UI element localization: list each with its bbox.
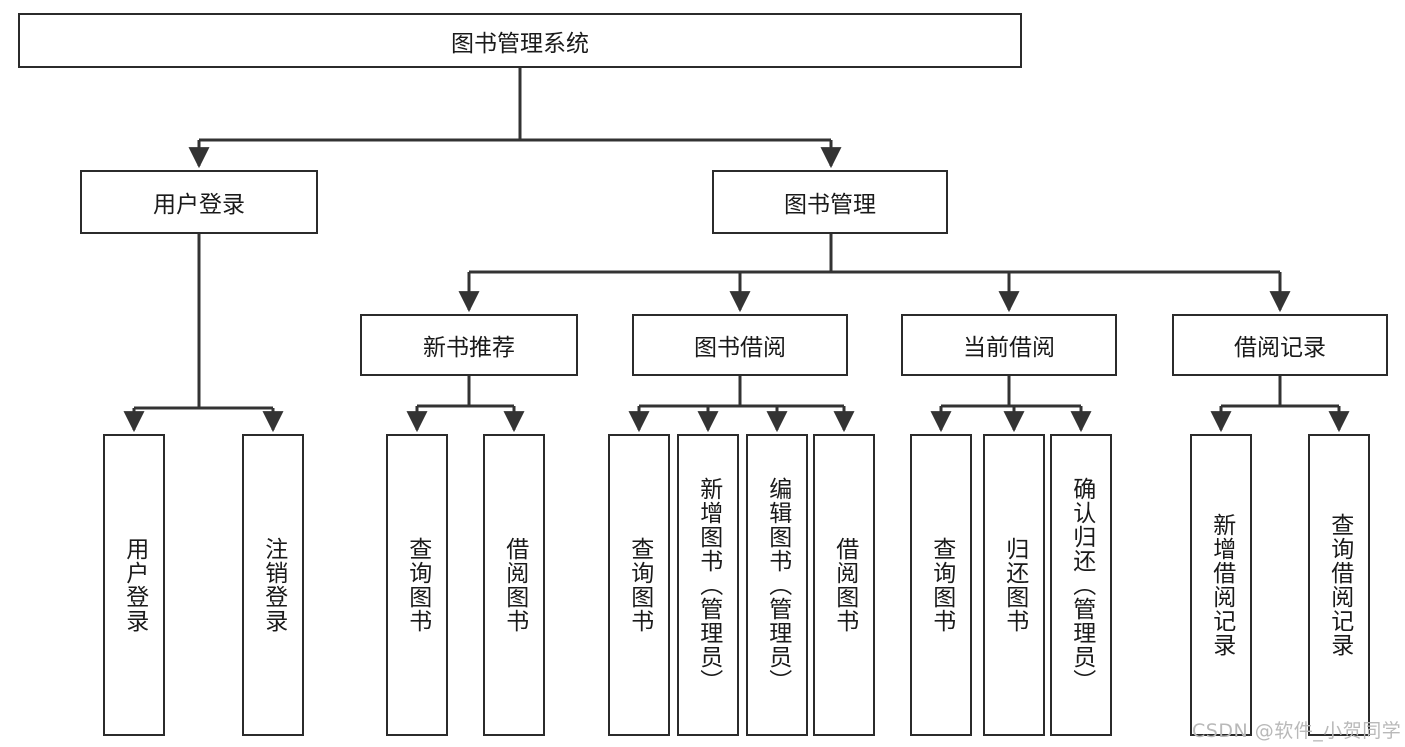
watermark: CSDN @软件_小贺同学 <box>1192 720 1402 742</box>
node-leaf-add-record-label: 新增借阅记录 <box>1208 513 1235 657</box>
node-leaf-add-book[interactable]: 新增图书（管理员） <box>677 434 739 736</box>
node-leaf-query-book-1[interactable]: 查询图书 <box>386 434 448 736</box>
node-leaf-user-login[interactable]: 用户登录 <box>103 434 165 736</box>
node-leaf-borrow-book-2[interactable]: 借阅图书 <box>813 434 875 736</box>
node-user-login[interactable]: 用户登录 <box>80 170 318 234</box>
node-leaf-borrow-book-2-label: 借阅图书 <box>831 537 858 633</box>
node-leaf-edit-book-label: 编辑图书（管理员） <box>764 477 791 693</box>
node-leaf-query-record[interactable]: 查询借阅记录 <box>1308 434 1370 736</box>
node-leaf-add-book-label: 新增图书（管理员） <box>695 477 722 693</box>
node-leaf-logout[interactable]: 注销登录 <box>242 434 304 736</box>
node-current-borrow-label: 当前借阅 <box>963 335 1055 361</box>
node-leaf-confirm-return[interactable]: 确认归还（管理员） <box>1050 434 1112 736</box>
node-leaf-query-book-3-label: 查询图书 <box>928 537 955 633</box>
node-leaf-confirm-return-label: 确认归还（管理员） <box>1068 477 1095 693</box>
node-root[interactable]: 图书管理系统 <box>18 13 1022 68</box>
node-leaf-borrow-book-1-label: 借阅图书 <box>501 537 528 633</box>
node-borrow-record[interactable]: 借阅记录 <box>1172 314 1388 376</box>
node-new-book-recommend-label: 新书推荐 <box>423 335 515 361</box>
node-leaf-query-book-2[interactable]: 查询图书 <box>608 434 670 736</box>
node-user-login-label: 用户登录 <box>153 192 245 218</box>
node-leaf-borrow-book-1[interactable]: 借阅图书 <box>483 434 545 736</box>
node-leaf-query-book-2-label: 查询图书 <box>626 537 653 633</box>
node-leaf-add-record[interactable]: 新增借阅记录 <box>1190 434 1252 736</box>
node-leaf-query-book-3[interactable]: 查询图书 <box>910 434 972 736</box>
node-leaf-return-book[interactable]: 归还图书 <box>983 434 1045 736</box>
node-leaf-user-login-label: 用户登录 <box>121 537 148 633</box>
node-leaf-return-book-label: 归还图书 <box>1001 537 1028 633</box>
node-book-manage[interactable]: 图书管理 <box>712 170 948 234</box>
node-borrow-record-label: 借阅记录 <box>1234 335 1326 361</box>
node-book-borrow[interactable]: 图书借阅 <box>632 314 848 376</box>
node-new-book-recommend[interactable]: 新书推荐 <box>360 314 578 376</box>
node-leaf-logout-label: 注销登录 <box>260 537 287 633</box>
node-leaf-query-record-label: 查询借阅记录 <box>1326 513 1353 657</box>
node-leaf-edit-book[interactable]: 编辑图书（管理员） <box>746 434 808 736</box>
node-book-borrow-label: 图书借阅 <box>694 335 786 361</box>
node-leaf-query-book-1-label: 查询图书 <box>404 537 431 633</box>
node-root-label: 图书管理系统 <box>451 30 589 57</box>
node-book-manage-label: 图书管理 <box>784 192 876 218</box>
node-current-borrow[interactable]: 当前借阅 <box>901 314 1117 376</box>
